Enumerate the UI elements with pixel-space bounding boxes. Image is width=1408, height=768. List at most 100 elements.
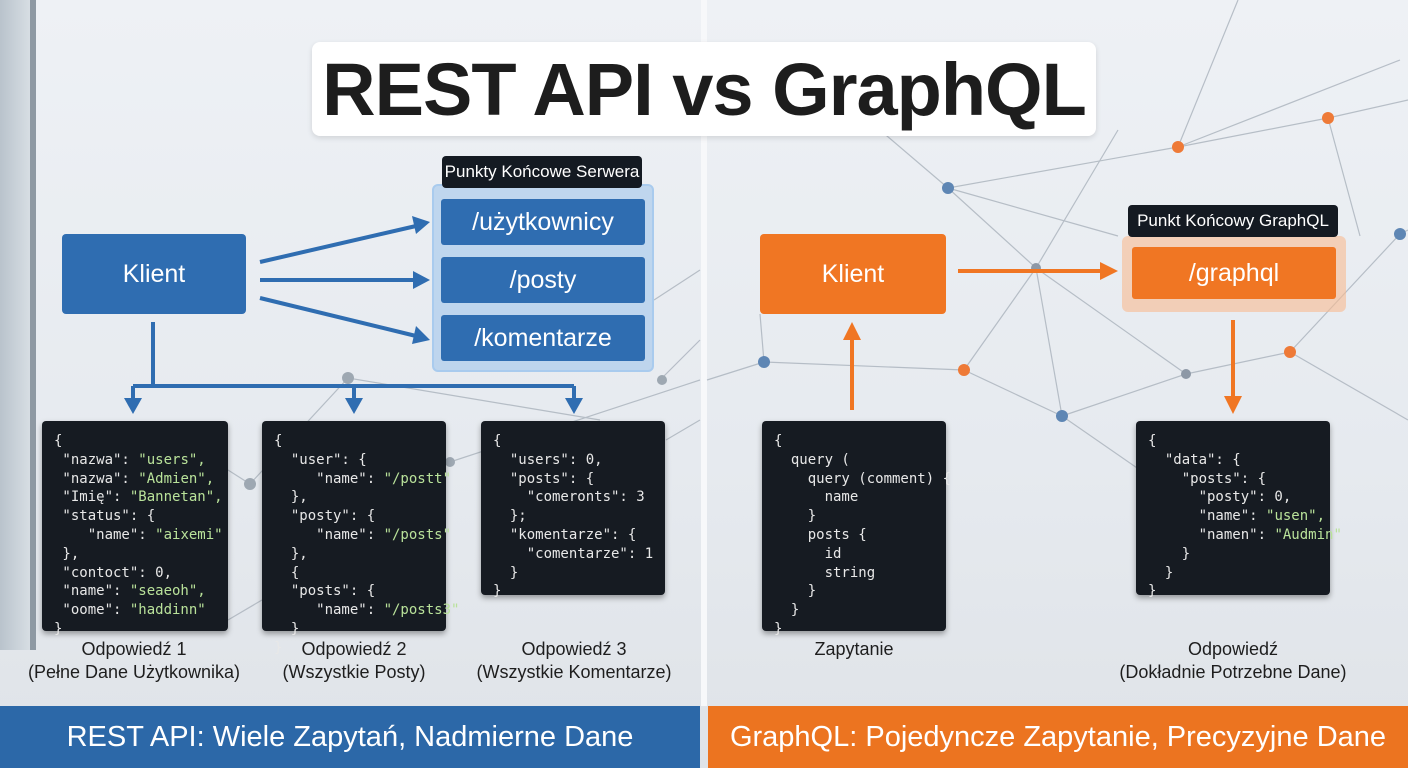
rest-arrows [124,216,583,414]
code-line: "status": { [54,507,228,526]
code-key: "posty": 0, [1148,489,1292,506]
code-line: { [493,432,665,451]
code-key: } [274,620,300,637]
rest-response-1-caption: Odpowiedź 1 (Pełne Dane Użytkownika) [16,638,252,684]
code-key: "nazwa": [54,451,139,468]
code-value: "usen", [1266,508,1326,525]
code-key: "name": [54,526,156,543]
window-frame-edge [30,0,36,650]
graphql-response-code: { "data": { "posts": { "posty": 0, "name… [1136,421,1342,599]
code-line: } [774,601,946,620]
code-line: "comentarze": 1 [493,545,665,564]
code-line: "oome": "haddinn" [54,601,228,620]
code-key: string [774,564,876,581]
code-line: "posty": { [274,507,446,526]
code-key: } [493,564,519,581]
code-line: } [493,564,665,583]
code-line: "contoct": 0, [54,564,228,583]
code-line: }, [274,545,446,564]
code-line: "posty": 0, [1148,488,1330,507]
code-key: name [774,489,859,506]
code-key: { [54,433,63,449]
code-line: "posts": { [493,470,665,489]
code-key: id [774,545,842,562]
code-line: "posts": { [1148,470,1330,489]
caption-line: (Pełne Dane Użytkownika) [27,662,241,682]
code-key: } [493,583,502,600]
rest-response-2-caption: Odpowiedź 2 (Wszystkie Posty) [256,638,452,684]
code-key: } [774,620,783,637]
code-value: "seaeoh", [129,583,206,600]
code-line: { [274,564,446,583]
code-key: }; [493,508,527,525]
graphql-endpoint-label: Punkt Końcowy GraphQL [1128,205,1338,237]
graphql-client-box: Klient [760,234,946,314]
caption-line: Odpowiedź 1 [81,639,187,659]
code-key: posts { [774,526,867,543]
graphql-endpoint-box: /graphql [1132,247,1336,299]
code-line: query (comment) { [774,470,951,489]
code-key: } [774,583,817,600]
code-line: "user": { [274,451,446,470]
code-key: { [774,433,783,449]
code-key: "comentarze": 1 [493,545,654,562]
caption-line: Odpowiedź 2 [301,639,407,659]
code-key: "name": [1148,508,1267,525]
code-key: query ( [774,451,850,468]
code-key: }, [54,545,80,562]
graphql-response-caption: Odpowiedź (Dokładnie Potrzebne Dane) [1106,638,1360,684]
code-key: "Imię": [54,489,130,506]
code-line: "namen": "Audmin" [1148,526,1342,545]
code-line: } [1148,545,1330,564]
page-title: REST API vs GraphQL [312,42,1096,136]
code-line: "name": "aixemi" [54,526,228,545]
code-key: } [774,508,817,525]
code-key: "posts": { [493,470,595,487]
code-line: "name": "/posts" [274,526,451,545]
graphql-query-caption: Zapytanie [762,638,946,661]
code-key: { [1148,433,1157,449]
code-key: }, [274,489,308,506]
caption-line: Odpowiedź [1187,639,1279,659]
code-line: } [493,582,665,601]
code-line: } [274,620,446,639]
code-key: "data": { [1148,451,1241,468]
code-line: }; [493,507,665,526]
code-value: "/posts3" [383,602,460,619]
code-key: { [493,433,502,449]
code-key: "name": [274,602,384,619]
code-line: } [774,620,946,639]
code-line: "Imię": "Bannetan", [54,488,228,507]
code-key: } [54,620,63,637]
code-line: } [274,639,446,658]
network-nodes [244,112,1406,490]
code-line: } [1148,564,1330,583]
code-value: "haddinn" [129,602,206,619]
rest-response-3-code: { "users": 0, "posts": { "comeronts": 3 … [481,421,665,599]
code-line: string [774,564,946,583]
code-line: "comeronts": 3 [493,488,665,507]
rest-summary-banner: REST API: Wiele Zapytań, Nadmierne Dane [0,706,700,768]
code-value: "Audmin" [1274,526,1342,543]
code-line: "name": "/posts3" [274,601,459,620]
code-key: } [774,602,800,619]
code-line: }, [54,545,228,564]
code-value: "users", [138,451,206,468]
code-value: "Bannetan", [129,489,223,506]
code-line: "users": 0, [493,451,665,470]
graphql-arrows [843,262,1242,414]
code-key: "name": [274,470,384,487]
code-key: "posts": { [1148,470,1267,487]
code-line: id [774,545,946,564]
code-line: { [54,432,228,451]
code-line: }, [274,488,446,507]
code-line: name [774,488,946,507]
code-key: "posty": { [274,508,376,525]
code-key: "komentarze": { [493,526,637,543]
caption-line: (Wszystkie Posty) [282,662,426,682]
code-line: } [774,507,946,526]
code-key: } [1148,583,1157,600]
code-key: }, [274,545,308,562]
code-key: "user": { [274,451,367,468]
